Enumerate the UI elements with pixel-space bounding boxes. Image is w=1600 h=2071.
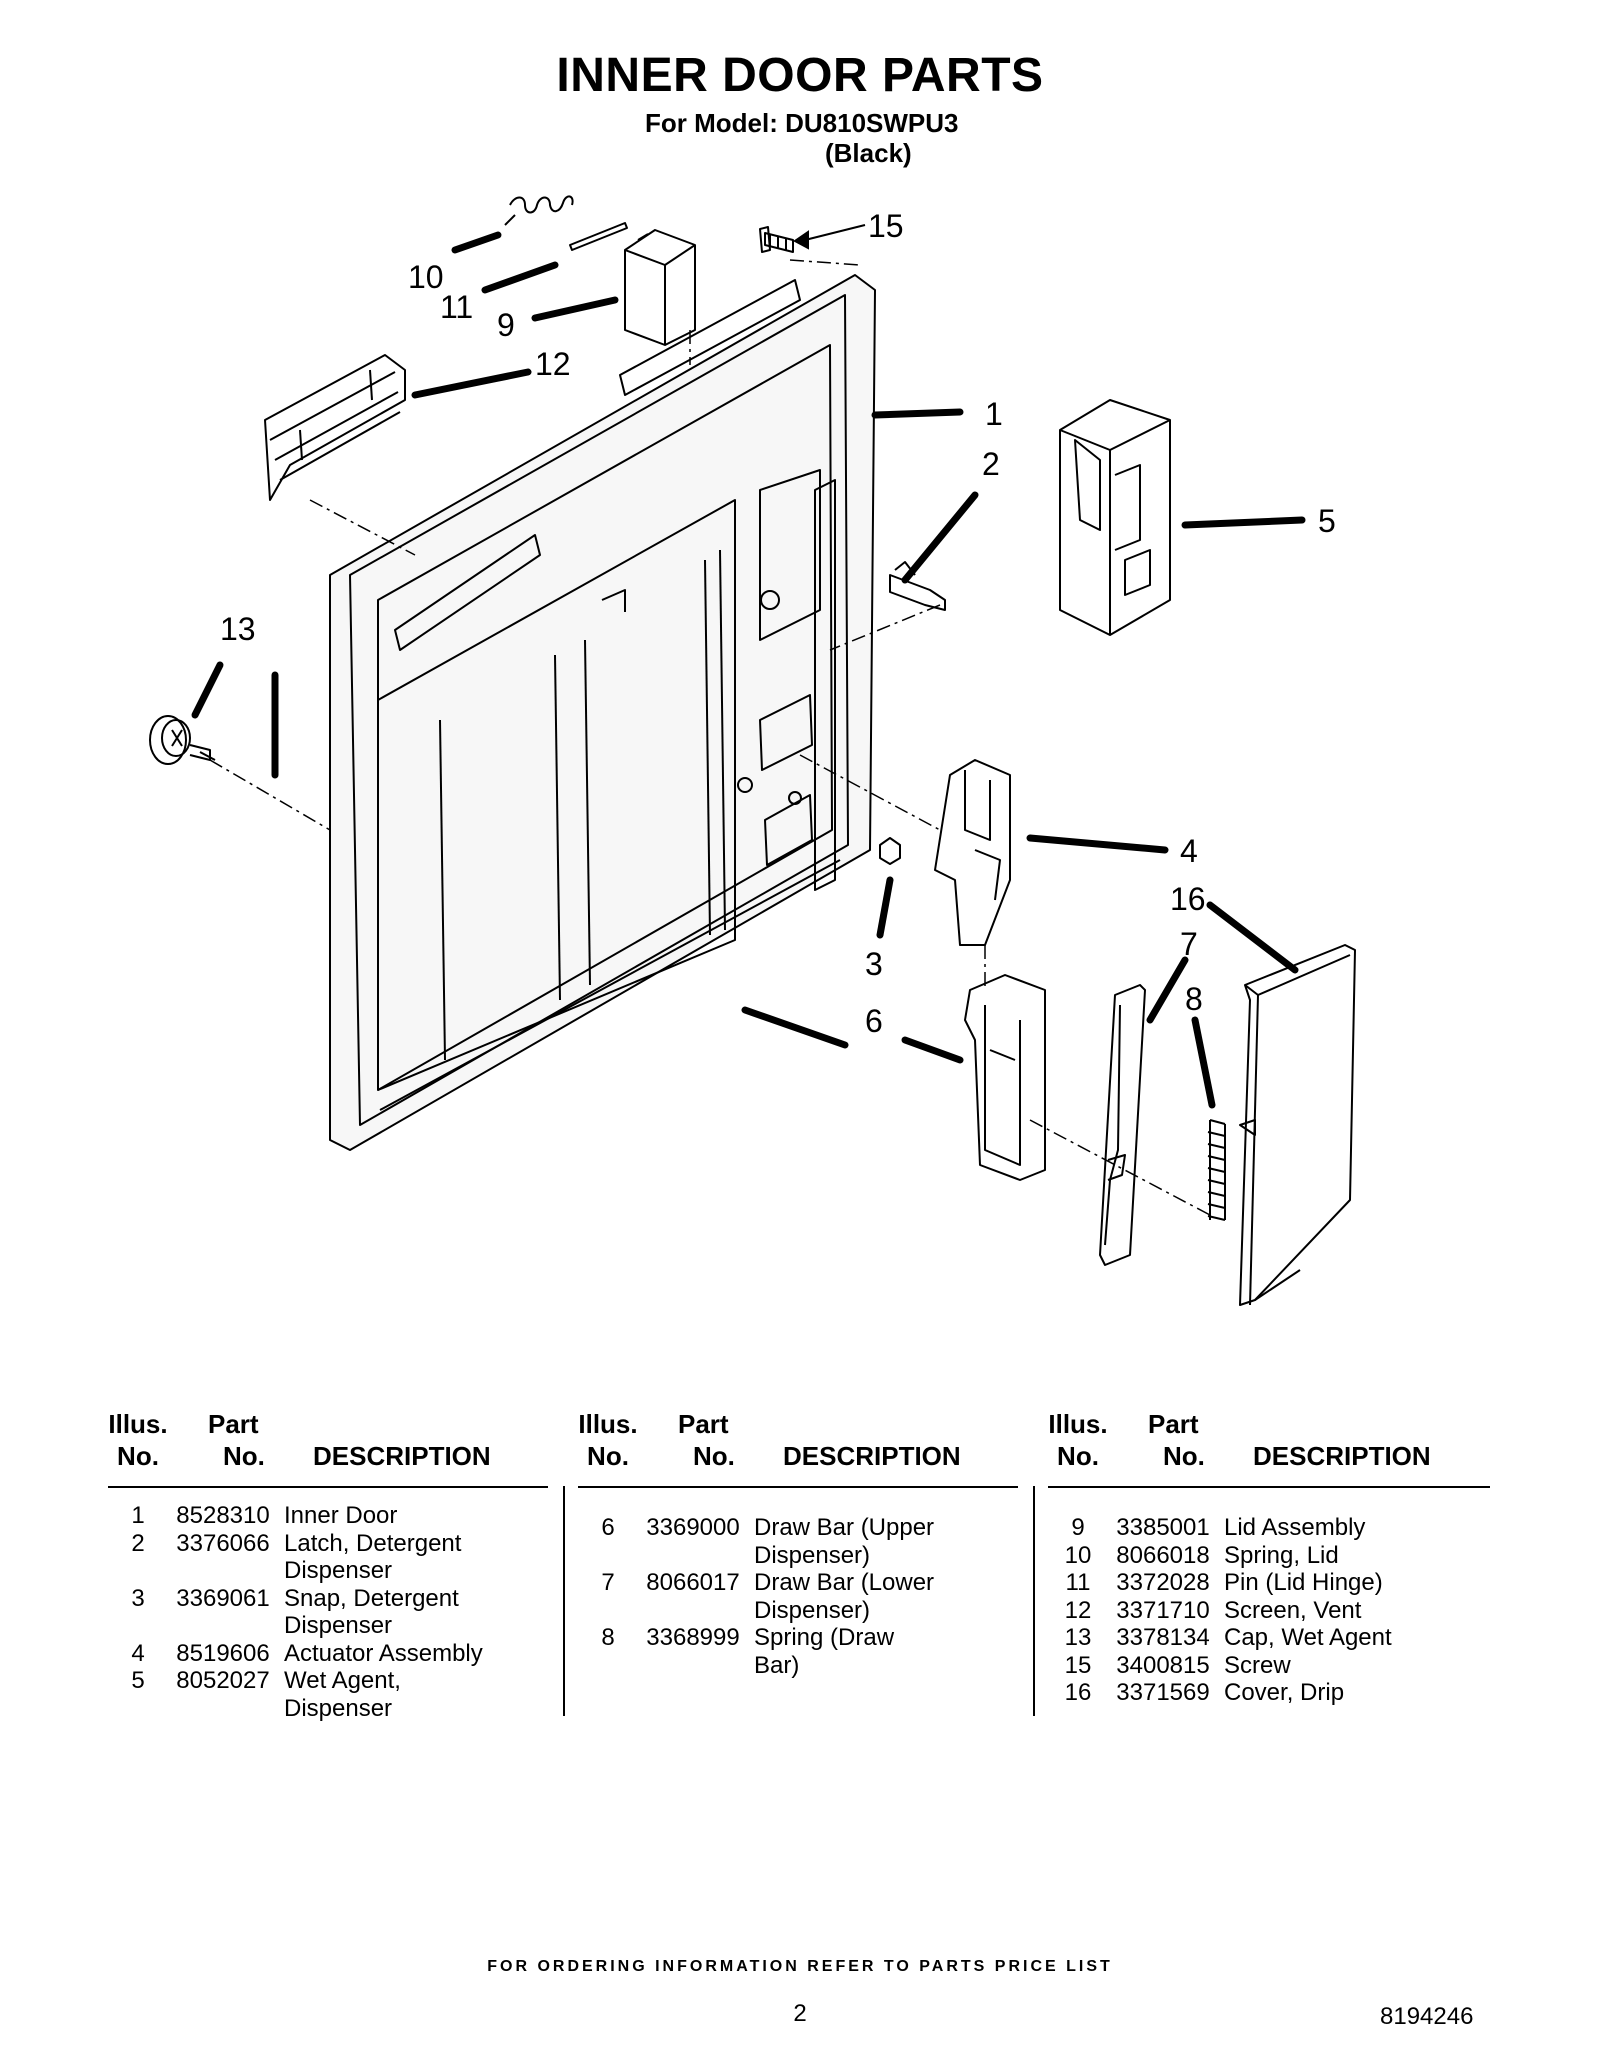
callout-5: 5: [1318, 503, 1336, 539]
table-divider: [1033, 1486, 1035, 1716]
illus-header-line2: No.: [1057, 1441, 1099, 1471]
vent-screen-part: [264, 354, 406, 501]
description-header: DESCRIPTION: [783, 1441, 961, 1471]
illus-header-line1: Illus.: [578, 1409, 638, 1439]
part-header-line1: Part: [208, 1409, 259, 1439]
callout-13: 13: [220, 611, 256, 647]
drip-cover-part: [1239, 944, 1356, 1306]
lower-draw-bar-part: [1099, 984, 1146, 1266]
illus-header-line1: Illus.: [1048, 1409, 1108, 1439]
part-header-line1: Part: [678, 1409, 729, 1439]
lid-pin-part: [569, 222, 628, 251]
callout-2: 2: [982, 446, 1000, 482]
callout-11: 11: [440, 289, 473, 325]
callout-4: 4: [1180, 833, 1198, 869]
ordering-footer: FOR ORDERING INFORMATION REFER TO PARTS …: [487, 1958, 1113, 1975]
callout-10: 10: [408, 259, 444, 295]
exploded-parts-diagram: 1 2 3 4 5 6 7 8 9 10 11 12 13 15 16: [149, 195, 1356, 1306]
description-header: DESCRIPTION: [1253, 1441, 1431, 1471]
page-title: INNER DOOR PARTS: [556, 49, 1044, 102]
color-line: (Black): [825, 138, 912, 168]
upper-draw-bar-part: [964, 974, 1046, 1181]
callout-15: 15: [868, 208, 904, 244]
callout-9: 9: [497, 307, 515, 343]
model-line: For Model: DU810SWPU3: [645, 108, 959, 138]
callout-6: 6: [865, 1003, 883, 1039]
draw-bar-spring-part: [1207, 1119, 1226, 1221]
lid-spring-part: [509, 195, 574, 214]
callout-1: 1: [985, 396, 1003, 432]
table-header: Illus. No. Part No. DESCRIPTION: [1048, 1408, 1490, 1488]
table-header: Illus. No. Part No. DESCRIPTION: [108, 1408, 548, 1488]
description-header: DESCRIPTION: [313, 1441, 491, 1471]
part-header-line1: Part: [1148, 1409, 1199, 1439]
callout-8: 8: [1185, 981, 1203, 1017]
illus-header-line2: No.: [117, 1441, 159, 1471]
part-header-line2: No.: [693, 1441, 735, 1471]
callout-16: 16: [1170, 881, 1206, 917]
inner-door-part: [329, 274, 876, 1151]
callout-3: 3: [865, 946, 883, 982]
table-header: Illus. No. Part No. DESCRIPTION: [578, 1408, 1018, 1488]
illus-header-line1: Illus.: [108, 1409, 168, 1439]
callout-12: 12: [535, 346, 571, 382]
illus-header-line2: No.: [587, 1441, 629, 1471]
wet-agent-dispenser-part: [1059, 399, 1171, 636]
lid-assembly-part: [624, 229, 696, 346]
part-header-line2: No.: [1163, 1441, 1205, 1471]
detergent-snap-part: [879, 837, 901, 865]
screw-part: [759, 226, 794, 253]
wet-agent-cap-part: [149, 715, 216, 765]
callout-7: 7: [1180, 926, 1198, 962]
actuator-assembly-part: [934, 759, 1011, 946]
page-number: 2: [793, 2000, 807, 2027]
part-header-line2: No.: [223, 1441, 265, 1471]
table-divider: [563, 1486, 565, 1716]
document-number: 8194246: [1380, 2003, 1474, 2030]
